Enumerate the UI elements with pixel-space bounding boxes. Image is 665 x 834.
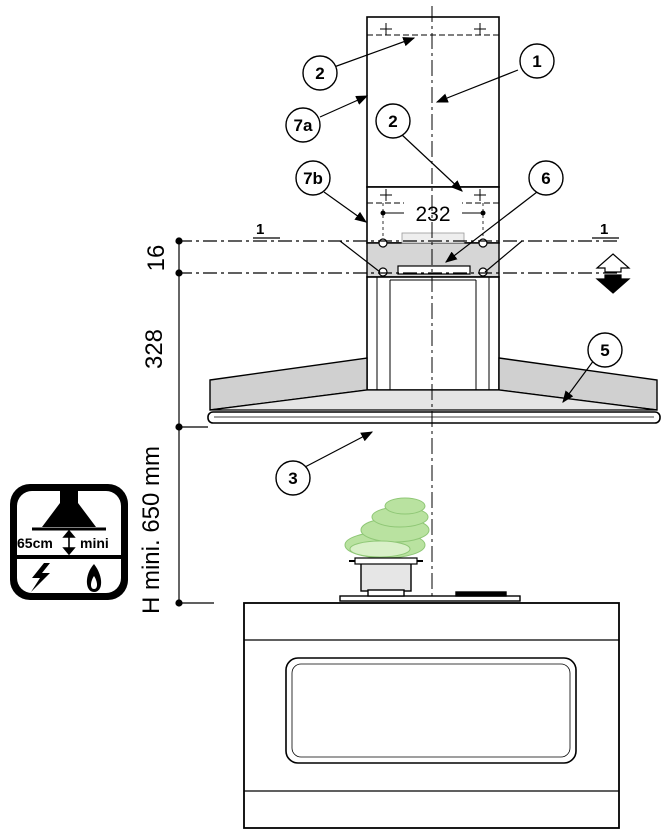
leader-lines (304, 37, 595, 468)
svg-text:2: 2 (388, 112, 397, 131)
callout-1: 1 (519, 43, 555, 79)
body-height-dimension: 328 (141, 329, 168, 369)
cooktop (339, 589, 521, 602)
callout-2-top: 2 (302, 55, 338, 91)
section-mark-right: 1 (600, 221, 608, 238)
hood-icon (32, 491, 106, 531)
flame-icon (86, 564, 102, 592)
badge-mini-text: mini (80, 535, 109, 551)
height-adjust-arrows (595, 253, 631, 294)
lower-chimney-duct: 232 (366, 186, 500, 244)
oven-cabinet (243, 602, 620, 829)
lightning-icon (31, 563, 50, 592)
minimum-height-dimension: H mini. 650 mm (138, 446, 165, 614)
top-gap-dimension: 16 (143, 245, 170, 272)
hole-spacing-dimension: 232 (415, 203, 450, 226)
svg-text:2: 2 (315, 64, 324, 83)
minimum-distance-badge: 65cm mini (10, 484, 128, 600)
svg-text:5: 5 (600, 341, 609, 360)
svg-text:3: 3 (288, 469, 297, 488)
badge-distance-text: 65cm (17, 535, 53, 551)
svg-text:7a: 7a (294, 116, 313, 135)
svg-text:7b: 7b (303, 169, 323, 188)
callout-5: 5 (587, 332, 623, 368)
upper-chimney-duct (366, 16, 500, 188)
cooking-pot (349, 557, 423, 592)
callout-6: 6 (528, 160, 564, 196)
svg-text:6: 6 (541, 169, 550, 188)
hood-motor-housing (366, 232, 500, 391)
svg-text:1: 1 (532, 52, 541, 71)
hood-canopy (207, 357, 661, 424)
steam-cloud (344, 497, 430, 559)
section-lines (178, 237, 619, 274)
section-mark-left: 1 (256, 221, 264, 238)
callout-7b: 7b (295, 160, 331, 196)
callout-3: 3 (275, 460, 311, 496)
vertical-dimension (175, 237, 214, 607)
callout-7a: 7a (285, 107, 321, 143)
callout-2-middle: 2 (375, 103, 411, 139)
